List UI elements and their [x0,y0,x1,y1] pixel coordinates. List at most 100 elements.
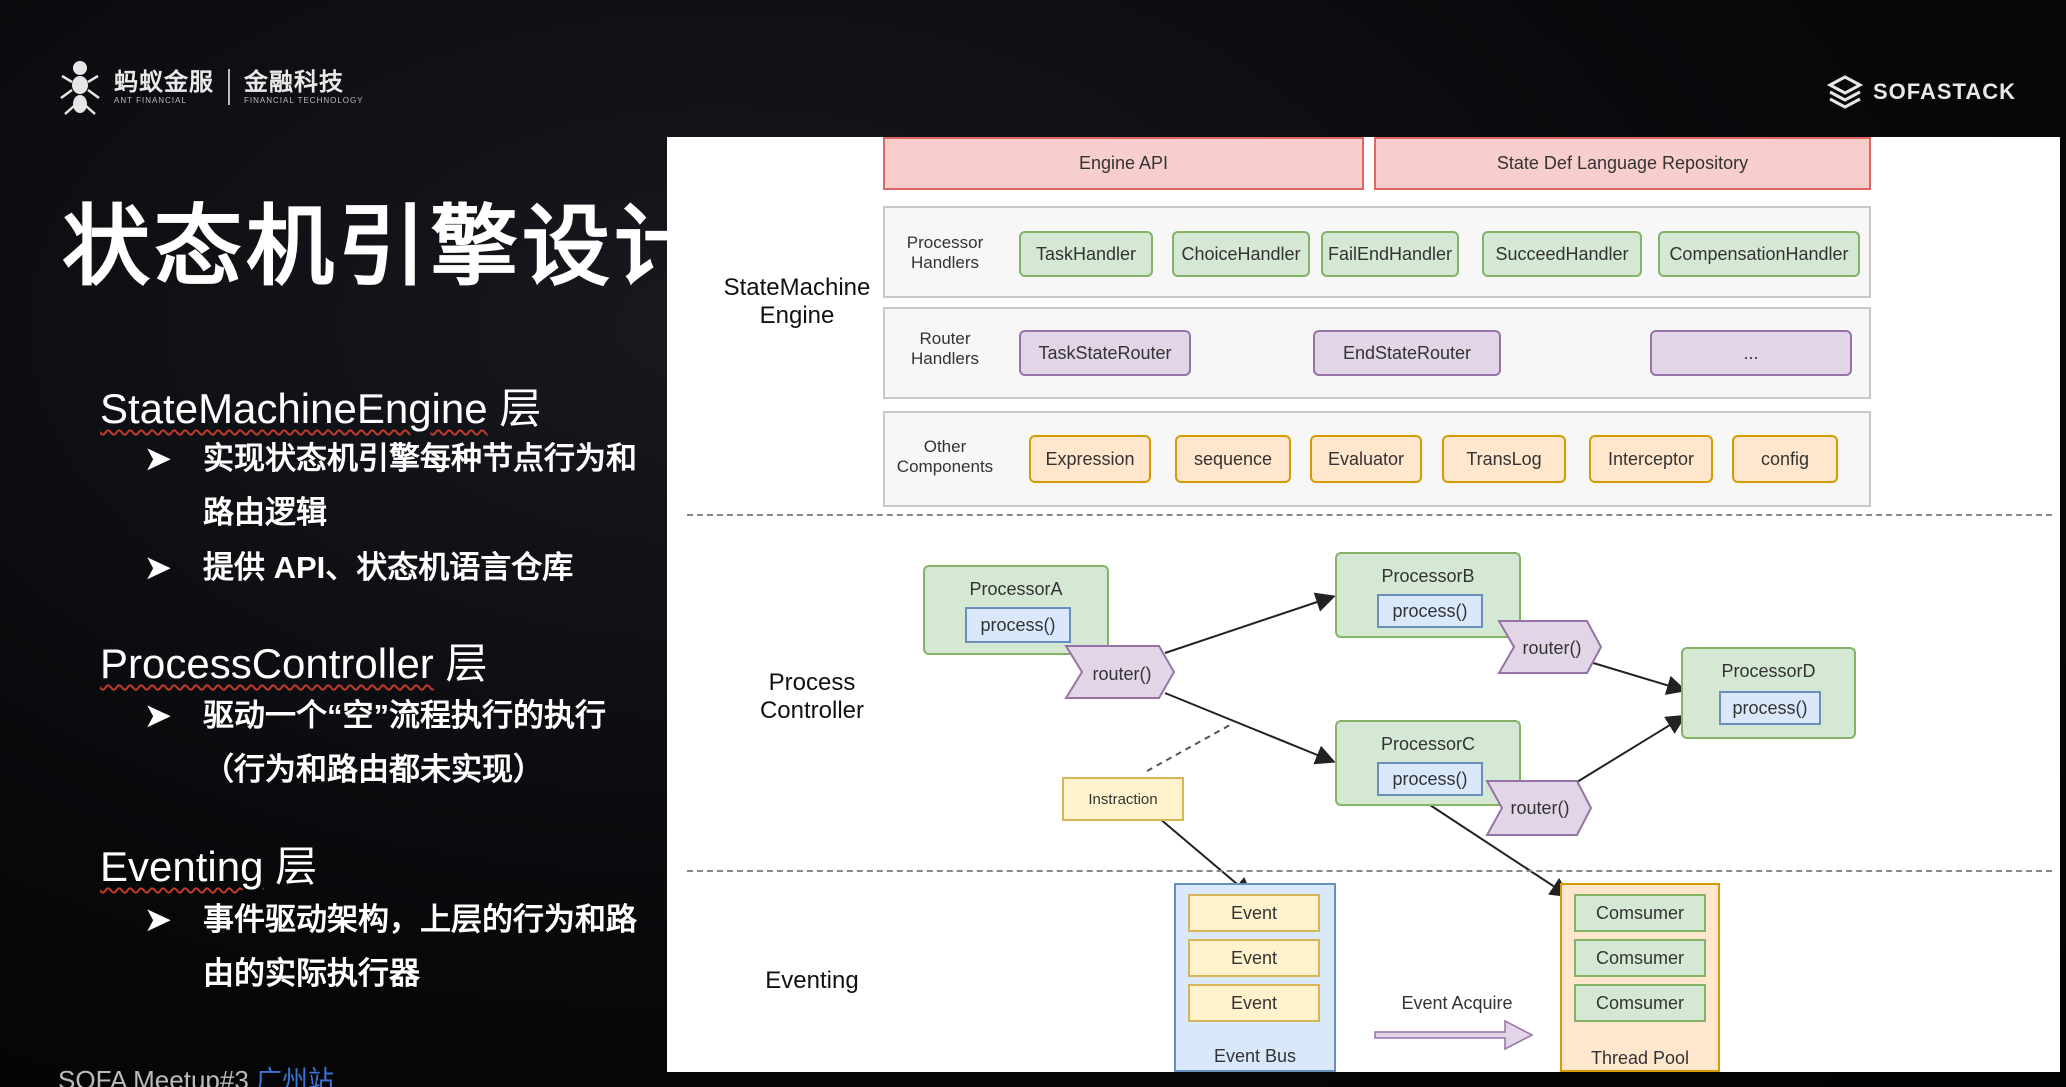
bullet-text-cont: 路由逻辑 [203,495,327,530]
sofastack-icon [1826,75,1863,109]
section-heading-eventing-suffix: 层 [263,843,318,890]
section-heading-controller: ProcessController 层 [100,630,487,691]
thread-pool-label: Thread Pool [1590,1048,1690,1068]
event-acquire-label: Event Acquire [1401,993,1513,1013]
end-state-router-box: EndStateRouter [1313,330,1501,376]
bullet-controller-1: ➤ 驱动一个“空”流程执行的执行 （行为和路由都未实现） [145,689,606,797]
router-b-shape [1497,620,1603,674]
sofastack-logo: SOFASTACK [1826,74,2016,110]
event-acquire-arrow [1374,1019,1534,1051]
arrow-c-to-d [1576,714,1687,783]
event-item: Event [1188,984,1320,1022]
processor-d-name: ProcessorD [1721,661,1816,681]
bullet-arrow-icon: ➤ [145,550,171,585]
section-heading-eventing: Eventing 层 [100,833,317,894]
sequence-box: sequence [1175,435,1291,483]
router-a-label: router() [1092,664,1152,684]
logo-fintech-cn: 金融科技 [244,68,344,96]
processor-a-process: process() [965,607,1071,643]
instraction-box: Instraction [1062,777,1184,821]
architecture-diagram: StateMachine Engine Process Controller E… [667,137,2060,1072]
layer-label-engine: StateMachine Engine [723,274,871,329]
bullet-arrow-icon: ➤ [145,698,171,733]
bullet-eventing-1: ➤ 事件驱动架构，上层的行为和路 由的实际执行器 [145,893,637,1001]
more-routers-box: ... [1650,330,1852,376]
arrow-a-to-c [1164,692,1336,765]
bullet-text: 事件驱动架构，上层的行为和路 [203,902,637,937]
arrow-to-event-bus [1158,817,1254,898]
fail-end-handler-box: FailEndHandler [1321,231,1459,277]
layer-separator-2 [687,870,2052,872]
processor-a: ProcessorA process() [923,565,1109,655]
bullet-text-cont: 由的实际执行器 [203,956,420,991]
consumer-item: Comsumer [1574,894,1706,932]
translog-box: TransLog [1442,435,1566,483]
logo-separator [228,69,230,105]
diagram-connectors [1146,592,1687,1051]
bullet-arrow-icon: ➤ [145,902,171,937]
event-bus-label: Event Bus [1213,1046,1297,1066]
compensation-handler-box: CompensationHandler [1658,231,1860,277]
event-item: Event [1188,894,1320,932]
evaluator-box: Evaluator [1310,435,1422,483]
consumer-item: Comsumer [1574,984,1706,1022]
processor-b-process: process() [1377,594,1483,628]
section-heading-controller-suffix: 层 [433,640,488,687]
router-handlers-label: Router Handlers [910,329,980,368]
section-heading-engine: StateMachineEngine 层 [100,375,541,436]
ant-financial-logo: 蚂蚁金服 ANT FINANCIAL 金融科技 FINANCIAL TECHNO… [60,58,364,116]
router-b-label: router() [1522,638,1582,658]
processor-c-process: process() [1377,762,1483,796]
bullet-engine-2: ➤ 提供 API、状态机语言仓库 [145,541,573,595]
layer-label-eventing: Eventing [765,967,859,994]
bullet-text-cont: （行为和路由都未实现） [203,752,544,787]
logo-company: 蚂蚁金服 ANT FINANCIAL [114,68,214,105]
expression-box: Expression [1029,435,1151,483]
arrow-to-thread-pool [1429,804,1571,898]
footer-event: SOFA Meetup#3 [58,1065,249,1087]
processor-a-name: ProcessorA [969,579,1063,599]
processor-b: ProcessorB process() [1335,552,1521,638]
config-box: config [1732,435,1838,483]
logo-fintech-en: FINANCIAL TECHNOLOGY [244,95,364,105]
router-c-label: router() [1510,798,1570,818]
bullet-text: 驱动一个“空”流程执行的执行 [203,698,606,733]
choice-handler-box: ChoiceHandler [1172,231,1310,277]
state-def-repo-box: State Def Language Repository [1374,137,1871,190]
logo-fintech: 金融科技 FINANCIAL TECHNOLOGY [244,68,364,105]
other-components-label: Other Components [896,437,994,476]
arrow-a-to-b [1164,592,1336,654]
layer-label-controller: Process Controller [759,669,865,724]
task-handler-box: TaskHandler [1019,231,1153,277]
section-heading-engine-suffix: 层 [487,385,542,432]
router-c-shape [1485,780,1593,836]
slide-title: 状态机引擎设计 [62,197,707,296]
layer-separator-1 [687,514,2052,516]
processor-c: ProcessorC process() [1335,720,1521,806]
router-a-shape [1064,645,1176,699]
footer: SOFA Meetup#3 广州站 [58,1060,334,1087]
task-state-router-box: TaskStateRouter [1019,330,1191,376]
consumer-item: Comsumer [1574,939,1706,977]
engine-api-box: Engine API [883,137,1364,190]
processor-d: ProcessorD process() [1681,647,1856,739]
section-heading-controller-name: ProcessController [100,640,434,687]
sofastack-text: SOFASTACK [1872,79,2016,104]
bullet-text: 提供 API、状态机语言仓库 [203,550,574,585]
interceptor-box: Interceptor [1589,435,1713,483]
event-item: Event [1188,939,1320,977]
processor-c-name: ProcessorC [1380,734,1476,754]
processor-b-name: ProcessorB [1381,566,1475,586]
bullet-text: 实现状态机引擎每种节点行为和 [203,441,637,476]
processor-handlers-label: Processor Handlers [906,233,984,272]
section-heading-engine-name: StateMachineEngine [100,385,488,432]
dashed-instraction-link [1146,724,1231,772]
arrow-b-to-d [1589,661,1687,695]
bullet-engine-1: ➤ 实现状态机引擎每种节点行为和 路由逻辑 [145,432,637,540]
bullet-arrow-icon: ➤ [145,441,171,476]
logo-company-cn: 蚂蚁金服 [114,68,214,96]
logo-company-en: ANT FINANCIAL [114,95,187,105]
ant-icon [60,61,100,115]
section-heading-eventing-name: Eventing [100,843,264,890]
